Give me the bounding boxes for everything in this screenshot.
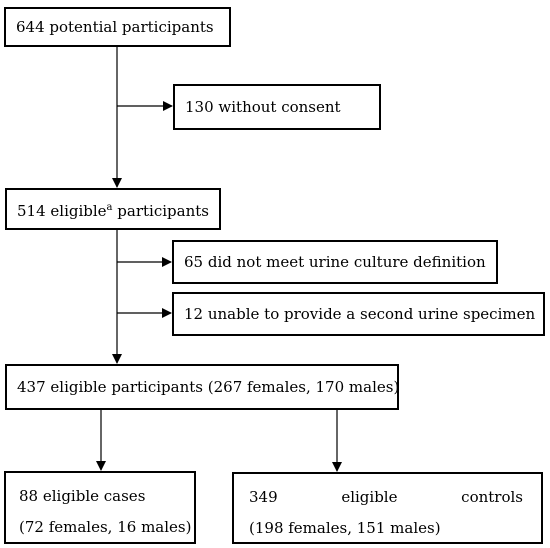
potential-participants-box: 644 potential participants xyxy=(4,7,231,47)
eligible-controls-breakdown: (198 females, 151 males) xyxy=(249,519,441,537)
potential-participants-label: 644 potential participants xyxy=(16,18,214,36)
footnote-marker: a xyxy=(106,201,113,213)
eligible-437-label: 437 eligible participants (267 females, … xyxy=(17,378,400,396)
second-specimen-exclusion-label: 12 unable to provide a second urine spec… xyxy=(184,305,536,323)
eligible-suffix: participants xyxy=(112,201,209,220)
eligible-cases-breakdown: (72 females, 16 males) xyxy=(19,518,192,536)
eligible-437-box: 437 eligible participants (267 females, … xyxy=(5,364,399,410)
eligible-participants-label: 514 eligiblea participants xyxy=(17,199,209,220)
without-consent-label: 130 without consent xyxy=(185,98,341,116)
urine-definition-exclusion-box: 65 did not meet urine culture definition xyxy=(172,240,498,284)
controls-word-1: 349 xyxy=(249,488,278,506)
eligible-cases-box: 88 eligible cases (72 females, 16 males) xyxy=(4,471,196,544)
eligible-controls-box: 349 eligible controls (198 females, 151 … xyxy=(232,472,543,544)
eligible-prefix: 514 eligible xyxy=(17,201,107,220)
controls-word-3: controls xyxy=(461,488,523,506)
controls-word-2: eligible xyxy=(341,488,398,506)
urine-definition-exclusion-label: 65 did not meet urine culture definition xyxy=(184,253,486,271)
eligible-participants-box: 514 eligiblea participants xyxy=(5,188,221,230)
eligible-controls-count: 349 eligible controls xyxy=(249,488,523,506)
eligible-cases-count: 88 eligible cases xyxy=(19,487,146,505)
second-specimen-exclusion-box: 12 unable to provide a second urine spec… xyxy=(172,292,545,336)
without-consent-box: 130 without consent xyxy=(173,84,381,130)
